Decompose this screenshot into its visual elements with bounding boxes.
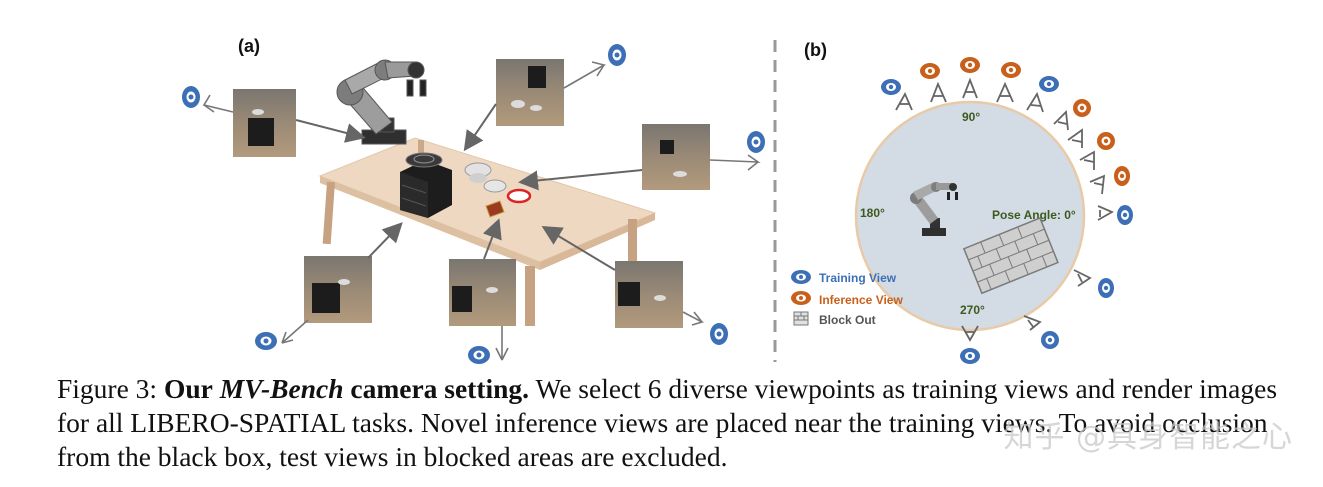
legend-item-training: Training View	[791, 270, 897, 285]
caption-bold-lead: Our	[163, 373, 213, 404]
training-eyes-a	[182, 44, 765, 364]
robot-arm-small	[910, 182, 958, 236]
legend-item-blockout: Block Out	[793, 311, 876, 327]
thumbnail-view-2	[496, 59, 564, 126]
scene-arrows	[295, 103, 643, 271]
eye-icon	[1114, 166, 1130, 186]
caption-body: We select 6 diverse viewpoints as traini…	[57, 373, 1278, 472]
legend-inference-label: Inference View	[819, 293, 903, 307]
eye-icon	[1073, 99, 1091, 117]
thumbnail-view-1	[233, 89, 296, 157]
panel-a: (a)	[178, 32, 765, 364]
angle-label-270: 270°	[960, 303, 985, 317]
thumbnail-view-3	[642, 124, 710, 190]
eye-icon	[1001, 62, 1021, 78]
camera-rays-a	[202, 61, 761, 361]
eye-icon	[920, 63, 940, 79]
thumbnail-view-4	[304, 256, 372, 323]
panel-b-label: (b)	[804, 40, 827, 60]
caption-benchmark-name: MV-Bench	[219, 373, 344, 404]
angle-label-180: 180°	[860, 206, 885, 220]
black-box	[400, 152, 452, 218]
eye-icon	[791, 270, 811, 284]
eye-icon	[791, 291, 811, 305]
thumbnail-view-6	[615, 261, 683, 328]
panel-b: (b) 90° 180° 270° Pose Angle: 0°	[791, 40, 1133, 364]
legend: Training View Inference View Block Out	[791, 270, 903, 327]
eye-icon	[608, 44, 626, 66]
pose-angle-label: Pose Angle: 0°	[992, 208, 1076, 222]
eye-icon	[747, 131, 765, 153]
watermark: 知乎 @具身智能之心	[1003, 420, 1293, 455]
view-thumbnails	[233, 59, 710, 328]
training-eyes-b	[881, 76, 1133, 364]
robot-arm	[336, 59, 427, 145]
eye-icon	[182, 86, 200, 108]
table	[318, 137, 657, 326]
thumbnail-view-5	[449, 259, 516, 326]
eye-icon	[1097, 132, 1115, 150]
block-out-wall	[962, 217, 1059, 295]
caption-label: Figure 3:	[57, 373, 158, 404]
brick-icon	[793, 311, 809, 326]
angle-label-90: 90°	[962, 110, 980, 124]
eye-icon	[468, 346, 490, 364]
eye-icon	[960, 348, 980, 364]
legend-blockout-label: Block Out	[819, 313, 876, 327]
legend-item-inference: Inference View	[791, 291, 903, 307]
figure-3-diagram: (a)	[178, 32, 1133, 364]
panel-a-label: (a)	[238, 36, 260, 56]
legend-training-label: Training View	[819, 271, 897, 285]
eye-icon	[1117, 205, 1133, 225]
table-objects	[464, 162, 532, 218]
camera-markers-b	[895, 77, 1115, 342]
caption-bold-tail: camera setting.	[350, 373, 530, 404]
eye-icon	[960, 57, 980, 73]
eye-icon	[1098, 278, 1114, 298]
eye-icon	[255, 332, 277, 350]
figure-caption: Figure 3: Our MV-Bench camera setting. W…	[57, 372, 1297, 474]
eye-icon	[881, 79, 901, 95]
inference-eyes-b	[920, 57, 1130, 186]
eye-icon	[1039, 76, 1059, 92]
eye-icon	[1041, 331, 1059, 349]
eye-icon	[710, 323, 728, 345]
